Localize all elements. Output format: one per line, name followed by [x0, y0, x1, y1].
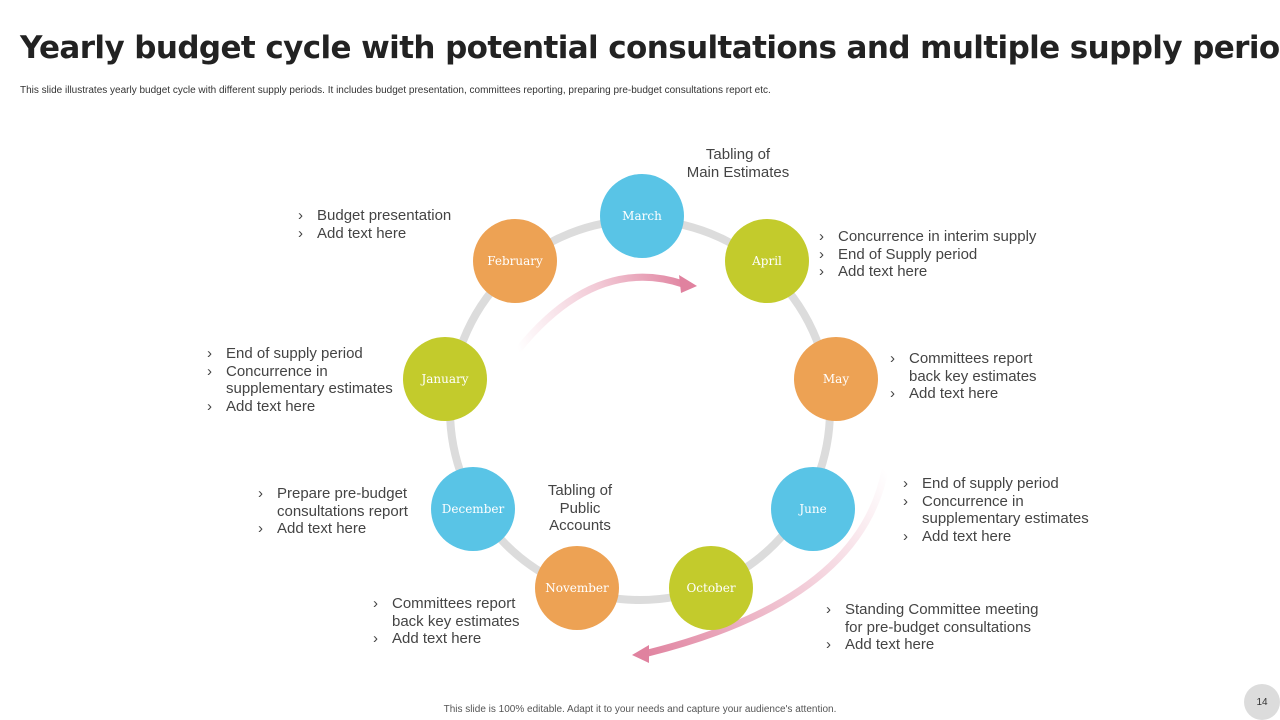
month-november: November — [535, 546, 619, 630]
notes-october: Standing Committee meeting for pre-budge… — [826, 601, 1041, 654]
list-item: Committees report back key estimates — [890, 350, 1040, 385]
page-number: 14 — [1244, 684, 1280, 720]
list-item: Add text here — [373, 630, 523, 648]
month-april: April — [725, 219, 809, 303]
slide-title: Yearly budget cycle with potential consu… — [20, 30, 1280, 66]
list-item: End of supply period — [903, 475, 1093, 493]
bottom-arrowhead — [632, 645, 649, 663]
list-item: Add text here — [819, 263, 1059, 281]
notes-april: Concurrence in interim supply End of Sup… — [819, 228, 1059, 281]
bottom-cycle-arrow — [644, 466, 889, 657]
list-item: Prepare pre-budget consultations report — [258, 485, 418, 520]
notes-january: End of supply period Concurrence in supp… — [207, 345, 397, 415]
notes-december: Prepare pre-budget consultations report … — [258, 485, 418, 538]
notes-may: Committees report back key estimates Add… — [890, 350, 1040, 403]
notes-november: Committees report back key estimates Add… — [373, 595, 523, 648]
month-may: May — [794, 337, 878, 421]
caption-november: Tabling of Public Accounts — [547, 482, 613, 534]
list-item: Add text here — [903, 528, 1093, 546]
slide-footer: This slide is 100% editable. Adapt it to… — [443, 704, 837, 715]
notes-june: End of supply period Concurrence in supp… — [903, 475, 1093, 545]
month-june: June — [771, 467, 855, 551]
list-item: Concurrence in interim supply — [819, 228, 1059, 246]
list-item: Budget presentation — [298, 207, 488, 225]
list-item: Add text here — [826, 636, 1041, 654]
list-item: Add text here — [298, 225, 488, 243]
month-march: March — [600, 174, 684, 258]
list-item: End of supply period — [207, 345, 397, 363]
list-item: Add text here — [890, 385, 1040, 403]
list-item: Add text here — [207, 398, 397, 416]
notes-february: Budget presentation Add text here — [298, 207, 488, 242]
top-cycle-arrow — [514, 273, 687, 354]
list-item: Standing Committee meeting for pre-budge… — [826, 601, 1041, 636]
slide-subtitle: This slide illustrates yearly budget cyc… — [20, 85, 771, 96]
list-item: Concurrence in supplementary estimates — [903, 493, 1093, 528]
month-january: January — [403, 337, 487, 421]
list-item: End of Supply period — [819, 246, 1059, 264]
month-october: October — [669, 546, 753, 630]
top-arrowhead — [679, 275, 697, 293]
month-december: December — [431, 467, 515, 551]
list-item: Committees report back key estimates — [373, 595, 523, 630]
list-item: Add text here — [258, 520, 418, 538]
caption-march: Tabling of Main Estimates — [686, 146, 790, 181]
list-item: Concurrence in supplementary estimates — [207, 363, 397, 398]
